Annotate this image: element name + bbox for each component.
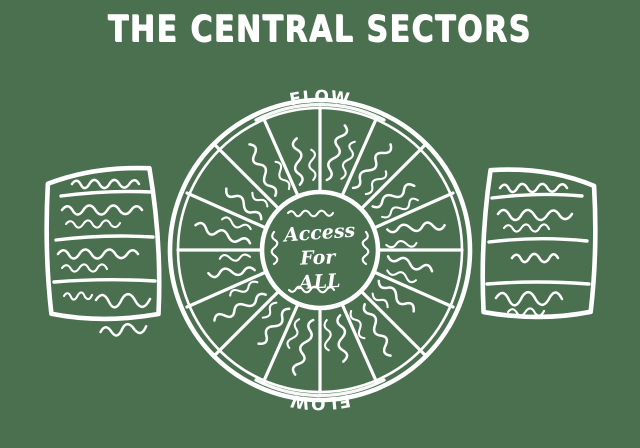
wheel-outer-rim	[167, 97, 473, 403]
left-wing-rules	[52, 189, 157, 284]
wheel-spokes	[176, 106, 464, 394]
hub-line-2: For	[299, 246, 338, 269]
wheel-hub	[259, 189, 381, 311]
flow-arc-bottom: FLOW	[254, 378, 386, 413]
wheel-hub-label: Access For ALL	[281, 220, 356, 295]
flow-arc-top: FLOW	[254, 87, 386, 122]
left-wing-scribbles	[56, 178, 152, 337]
right-wing-rules	[485, 192, 591, 286]
wheel: Access For ALL FLOW	[167, 87, 473, 413]
wheel-wedge-labels	[194, 124, 446, 376]
right-wing-scribbles	[494, 182, 574, 317]
right-wing-panel	[480, 167, 598, 320]
hub-ring-scribbles	[270, 209, 370, 294]
page-title: THE CENTRAL SECTORS	[108, 8, 532, 51]
hub-line-1: Access	[281, 220, 356, 247]
left-wing-panel	[44, 165, 162, 337]
